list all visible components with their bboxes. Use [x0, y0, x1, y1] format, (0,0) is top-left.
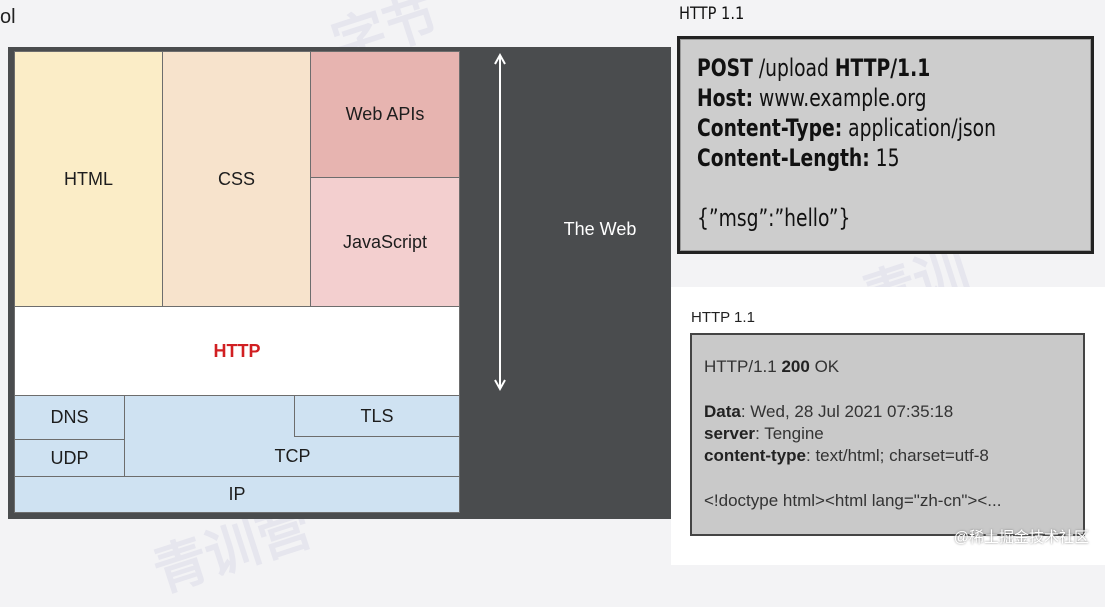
the-web-label: The Web [563, 219, 637, 239]
content-length-header: Content-Length: 15 [697, 144, 900, 172]
dns-layer: DNS [14, 395, 125, 440]
javascript-layer: JavaScript [310, 177, 460, 307]
date-header: Data: Wed, 28 Jul 2021 07:35:18 [704, 402, 954, 421]
http-layer: HTTP [14, 306, 460, 396]
http-request-box [677, 36, 1094, 254]
server-header: server: Tengine [704, 424, 824, 443]
double-arrow-icon [494, 52, 506, 392]
html-layer: HTML [14, 51, 163, 307]
response-body: <!doctype html><html lang="zh-cn"><... [704, 491, 1002, 510]
http-request-text: POST /upload HTTP/1.1 Host: www.example.… [697, 53, 996, 233]
tls-layer: TLS [294, 395, 460, 437]
corner-text: ol [0, 6, 16, 28]
http-response-text: HTTP/1.1 200 OK Data: Wed, 28 Jul 2021 0… [704, 356, 1001, 512]
request-line: POST /upload HTTP/1.1 [697, 54, 931, 82]
tcp-layer-label: TCP [274, 445, 311, 466]
ip-layer: IP [14, 476, 460, 513]
content-type-header: Content-Type: application/json [697, 114, 996, 142]
css-layer: CSS [162, 51, 311, 307]
response-title: HTTP 1.1 [691, 309, 755, 326]
web-apis-layer: Web APIs [310, 51, 460, 178]
request-title: HTTP 1.1 [679, 4, 745, 24]
credit-watermark: @稀土掘金技术社区 [953, 529, 1089, 546]
status-line: HTTP/1.1 200 OK [704, 357, 840, 376]
host-header: Host: www.example.org [697, 84, 927, 112]
content-type-header: content-type: text/html; charset=utf-8 [704, 446, 989, 465]
protocol-stack: HTML CSS Web APIs JavaScript HTTP DNS UD… [14, 51, 460, 513]
udp-layer: UDP [14, 439, 125, 477]
http-response-box [690, 333, 1085, 536]
request-body: {”msg”:”hello”} [697, 204, 851, 232]
